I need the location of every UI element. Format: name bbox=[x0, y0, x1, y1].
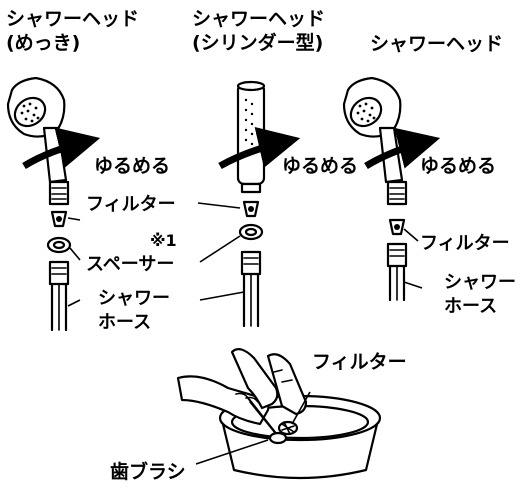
right-hose bbox=[386, 242, 408, 302]
left-filter bbox=[50, 210, 68, 228]
center-shower-head bbox=[236, 80, 266, 194]
loosen-label-left: ゆるめる bbox=[94, 155, 170, 177]
filter-label-cleaning: フィルター bbox=[312, 351, 407, 373]
center-hose bbox=[240, 250, 262, 328]
loosen-arrow-center bbox=[218, 126, 301, 170]
center-head-variant: (シリンダー型) bbox=[192, 31, 323, 54]
hose-label-right-line1: シャワー bbox=[444, 272, 516, 293]
loosen-label-right: ゆるめる bbox=[420, 155, 496, 177]
left-spacer bbox=[46, 236, 72, 254]
left-hose bbox=[48, 260, 70, 332]
loosen-arrow-left bbox=[22, 127, 101, 169]
left-shower-head bbox=[6, 76, 70, 206]
hose-label-right-line2: ホース bbox=[444, 296, 497, 317]
center-head-name: シャワーヘッド bbox=[192, 8, 325, 30]
hose-label-left-line2: ホース bbox=[98, 312, 151, 333]
leader-lines bbox=[67, 202, 423, 307]
loosen-arrow-right bbox=[364, 127, 441, 169]
leader-lines-cleaning bbox=[195, 391, 311, 465]
right-shower-head bbox=[342, 76, 408, 206]
left-head-variant: (めっき) bbox=[6, 32, 80, 54]
loosen-label-center: ゆるめる bbox=[282, 155, 358, 177]
right-head-name: シャワーヘッド bbox=[370, 33, 503, 55]
hose-label-left-line1: シャワー bbox=[98, 288, 170, 309]
cleaning-illustration bbox=[176, 348, 382, 480]
left-head-name: シャワーヘッド bbox=[6, 8, 139, 30]
spacer-label: スペーサー bbox=[86, 254, 174, 275]
filter-label-left: フィルター bbox=[86, 194, 176, 215]
right-filter bbox=[388, 218, 406, 236]
center-spacer bbox=[238, 223, 264, 241]
note-mark: ※1 bbox=[150, 231, 177, 250]
toothbrush-label: 歯ブラシ bbox=[110, 460, 186, 483]
center-filter bbox=[242, 200, 260, 218]
filter-label-right: フィルター bbox=[420, 233, 510, 254]
